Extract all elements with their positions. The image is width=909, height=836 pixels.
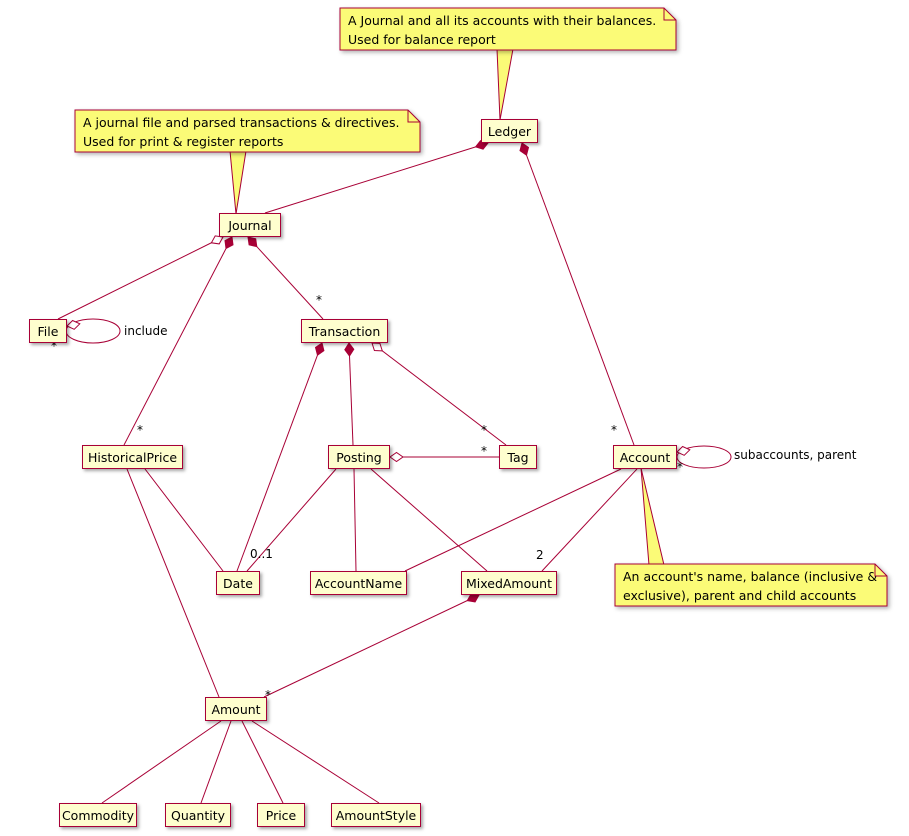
edge-account-mixedamount (541, 468, 638, 572)
account-subaccounts-label: subaccounts, parent (734, 448, 857, 462)
class-node-posting: Posting (328, 445, 390, 469)
edge-transaction-tag (371, 342, 507, 446)
mixedamount-amount-multiplicity: * (265, 688, 271, 702)
account-note-fold-icon (874, 564, 887, 577)
edge-amount-quantity (200, 720, 232, 804)
diamond-journal-file (210, 235, 224, 245)
account-subaccounts-multiplicity: * (677, 460, 683, 474)
ledger-note-tail (496, 48, 514, 121)
edge-amount-amountstyle (251, 720, 380, 804)
diamond-self-loop-file (66, 319, 81, 330)
diamond-journal-transaction (247, 236, 258, 248)
class-node-ledger: Ledger (481, 119, 538, 143)
journal-transaction-multiplicity: * (316, 293, 322, 307)
file-include-multiplicity: * (51, 339, 57, 353)
class-node-journal: Journal (219, 213, 281, 237)
self-loop-account (676, 445, 732, 469)
diamond-posting-tag (389, 451, 404, 463)
class-node-amountstyle: AmountStyle (331, 803, 421, 827)
edge-journal-historicalprice (123, 236, 233, 446)
class-node-tag: Tag (499, 445, 537, 469)
edge-posting-accountname (353, 468, 357, 572)
edge-mixedamount-amount (263, 594, 480, 698)
diamond-journal-historicalprice (224, 236, 234, 250)
edge-historicalprice-amount (126, 468, 220, 698)
class-node-accountname: AccountName (310, 571, 407, 595)
edge-transaction-date (236, 342, 323, 572)
account-note-body (614, 563, 888, 607)
ledger-account-multiplicity: * (611, 423, 617, 437)
diamond-transaction-posting (344, 342, 355, 357)
posting-tag-multiplicity: * (481, 444, 487, 458)
class-node-date: Date (216, 571, 260, 595)
edge-ledger-journal (264, 142, 489, 214)
ledger-note-body (339, 7, 677, 51)
transaction-date-multiplicity: 0..1 (250, 547, 273, 561)
account-mixedamount-multiplicity: 2 (536, 548, 544, 562)
account-note-tail (640, 467, 665, 566)
journal-note-body (74, 109, 421, 153)
edge-amount-price (241, 720, 284, 804)
class-node-transaction: Transaction (301, 319, 388, 343)
journal-historicalprice-multiplicity: * (137, 423, 143, 437)
diamond-transaction-date (314, 342, 325, 357)
class-node-commodity: Commodity (59, 803, 137, 827)
journal-note-tail (229, 150, 247, 215)
transaction-tag-multiplicity: * (481, 423, 487, 437)
edge-journal-transaction (247, 236, 324, 320)
diamond-transaction-tag (371, 342, 383, 352)
edge-ledger-account (521, 142, 635, 446)
class-node-account: Account (613, 445, 677, 469)
diamond-self-loop-account (676, 445, 691, 456)
class-node-quantity: Quantity (165, 803, 231, 827)
edge-journal-file (57, 236, 224, 320)
class-node-price: Price (257, 803, 305, 827)
journal-note-fold-icon (407, 110, 420, 123)
class-node-file: File (29, 319, 67, 343)
edge-historicalprice-date (144, 468, 224, 572)
edge-amount-commodity (101, 720, 222, 804)
edge-account-accountname (404, 468, 622, 572)
edge-posting-mixedamount (370, 468, 488, 572)
class-node-amount: Amount (205, 697, 267, 721)
class-node-mixedamount: MixedAmount (461, 571, 557, 595)
edge-transaction-posting (348, 342, 354, 446)
file-include-label: include (124, 324, 168, 338)
edge-posting-date (246, 468, 337, 572)
ledger-note-fold-icon (663, 8, 676, 21)
class-node-historicalprice: HistoricalPrice (82, 445, 183, 469)
diamond-ledger-account (519, 142, 530, 157)
